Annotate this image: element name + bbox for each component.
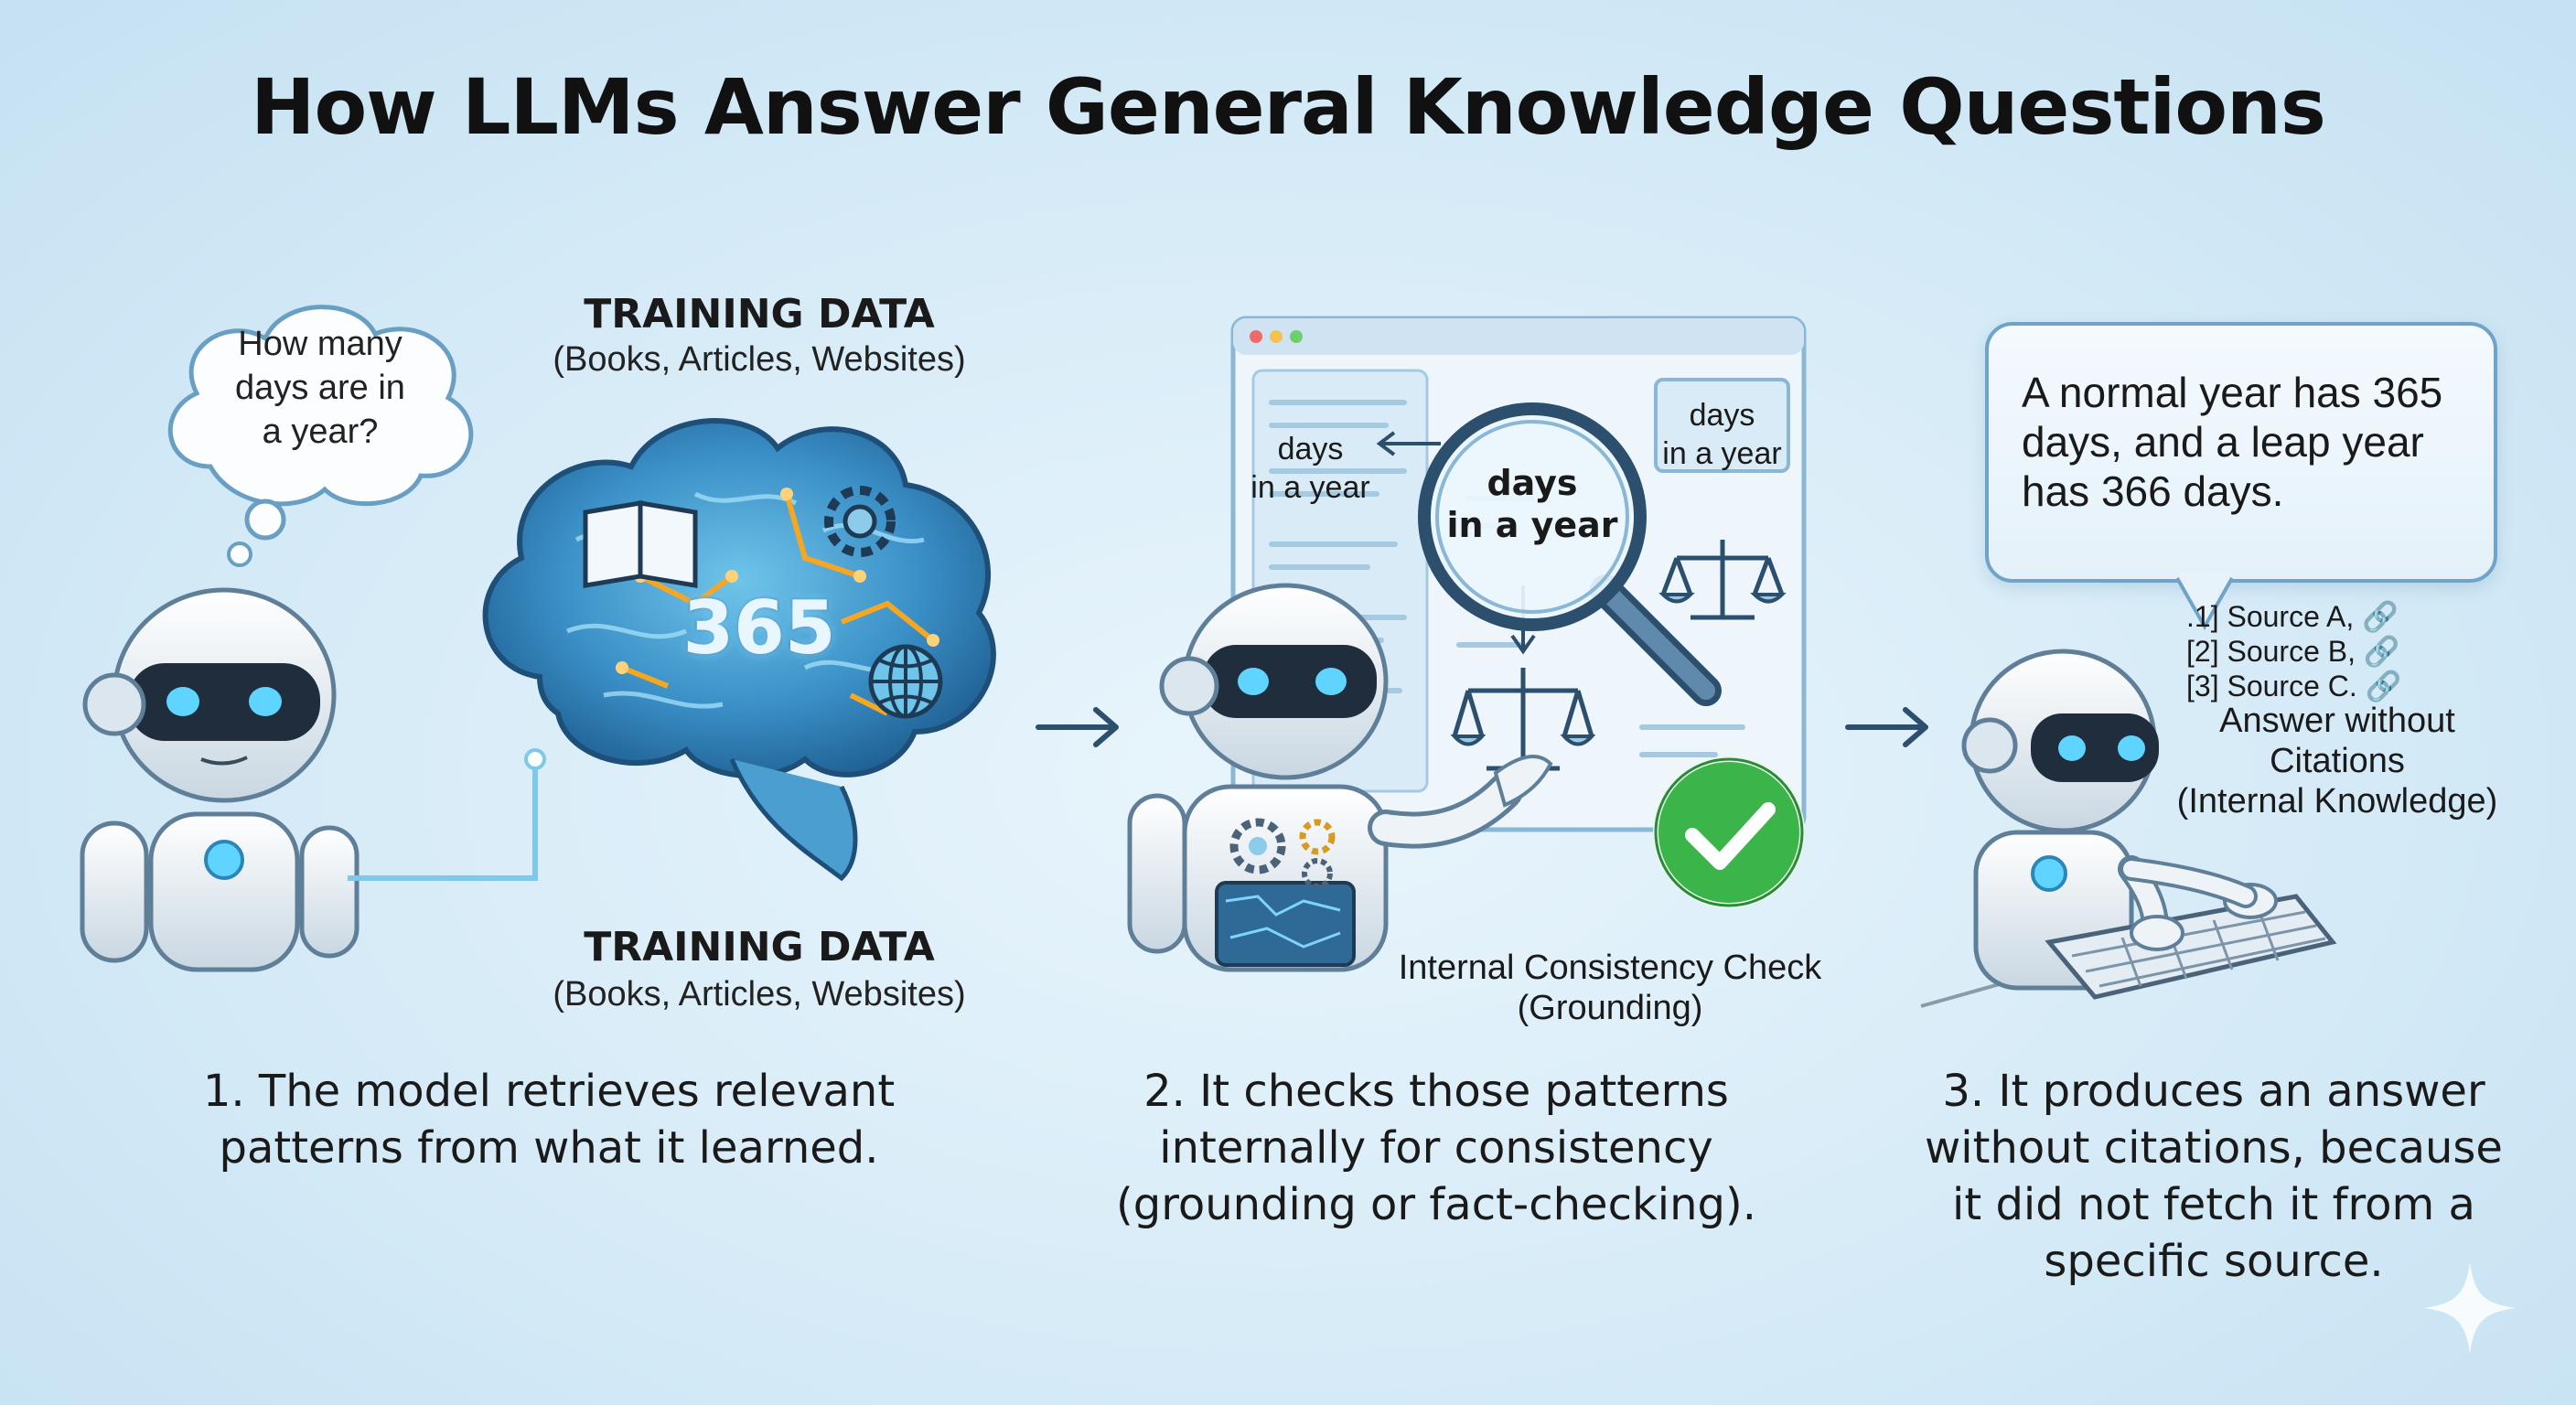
speech-bubble-tail [2175, 573, 2234, 631]
label-line: (Grounding) [1517, 989, 1703, 1027]
answer-line: days, and a leap year [2022, 418, 2424, 466]
answer-line: has 366 days. [2022, 467, 2284, 515]
label-line: in a year [1250, 470, 1370, 505]
step3-caption: 3. It produces an answer without citatio… [1866, 1063, 2561, 1290]
caption-line: 2. It checks those patterns [1143, 1066, 1729, 1117]
label-line: in a year [1662, 436, 1782, 471]
robot-checking-icon [1127, 583, 1553, 972]
source-item: [2] Source B, 🔗 [2186, 634, 2424, 669]
note-line: Answer without [2219, 702, 2455, 740]
brain-number-365: 365 [682, 585, 836, 670]
robot-thinking-icon [80, 587, 360, 972]
arrow-right-icon [1036, 707, 1119, 747]
training-data-heading: TRAINING DATA [584, 291, 935, 338]
source-text: [2] Source B, [2186, 635, 2356, 668]
label-line: days [1487, 463, 1578, 503]
source-list: .1] Source A, 🔗 [2] Source B, 🔗 [3] Sour… [2186, 599, 2424, 703]
magnifying-glass-icon [1418, 402, 1722, 706]
label-days-right: days in a year [1656, 396, 1788, 473]
lens-label: days in a year [1441, 462, 1624, 546]
question-line: days are in [235, 369, 405, 407]
label-line: in a year [1446, 505, 1618, 545]
answer-line: A normal year has 365 [2022, 369, 2443, 416]
arrow-right-icon [1845, 707, 1928, 747]
caption-line: without citations, because [1925, 1122, 2503, 1174]
link-icon: 🔗 [2365, 670, 2402, 702]
caption-line: patterns from what it learned. [219, 1122, 879, 1174]
question-line: a year? [262, 413, 379, 451]
answer-text: A normal year has 365 days, and a leap y… [2022, 368, 2479, 516]
source-item: [3] Source C. 🔗 [2186, 669, 2424, 703]
answer-speech-bubble [1985, 322, 2497, 583]
caption-line: 3. It produces an answer [1942, 1066, 2485, 1117]
note-line: (Internal Knowledge) [2176, 782, 2498, 820]
caption-line: (grounding or fact-checking). [1116, 1179, 1756, 1230]
label-line: Internal Consistency Check [1398, 949, 1822, 987]
page-title: How LLMs Answer General Knowledge Questi… [251, 62, 2326, 152]
label-days-left: days in a year [1230, 430, 1390, 507]
arrow-left-icon [1376, 431, 1441, 456]
label-line: days [1277, 432, 1344, 467]
source-text: [3] Source C. [2186, 670, 2357, 702]
training-data-subtext-bottom: (Books, Articles, Websites) [553, 975, 966, 1014]
source-item: .1] Source A, 🔗 [2186, 599, 2424, 634]
question-line: How many [238, 325, 402, 363]
balance-scale-icon [1658, 540, 1787, 620]
link-icon: 🔗 [2362, 600, 2399, 633]
training-data-heading-bottom: TRAINING DATA [584, 924, 935, 971]
caption-line: internally for consistency [1159, 1122, 1713, 1174]
caption-line: 1. The model retrieves relevant [202, 1066, 896, 1117]
step2-caption: 2. It checks those patterns internally f… [1089, 1063, 1784, 1233]
link-icon: 🔗 [2363, 635, 2400, 668]
check-mark-icon [1653, 756, 1805, 908]
caption-line: specific source. [2044, 1236, 2384, 1287]
consistency-check-label: Internal Consistency Check (Grounding) [1354, 948, 1866, 1028]
note-line: Citations [2270, 742, 2405, 780]
robot-typing-icon [1920, 649, 2337, 1008]
step1-caption: 1. The model retrieves relevant patterns… [146, 1063, 951, 1176]
question-text: How many days are in a year? [178, 322, 462, 454]
answer-without-citations-note: Answer without Citations (Internal Knowl… [2141, 701, 2534, 821]
thought-cloud-icon [167, 305, 474, 567]
sparkle-icon [2424, 1262, 2516, 1354]
training-data-subtext: (Books, Articles, Websites) [553, 340, 966, 379]
connector-line [348, 748, 546, 881]
source-text: .1] Source A, [2186, 600, 2355, 633]
caption-line: it did not fetch it from a [1952, 1179, 2475, 1230]
label-line: days [1689, 398, 1755, 433]
brain-icon [482, 418, 996, 882]
